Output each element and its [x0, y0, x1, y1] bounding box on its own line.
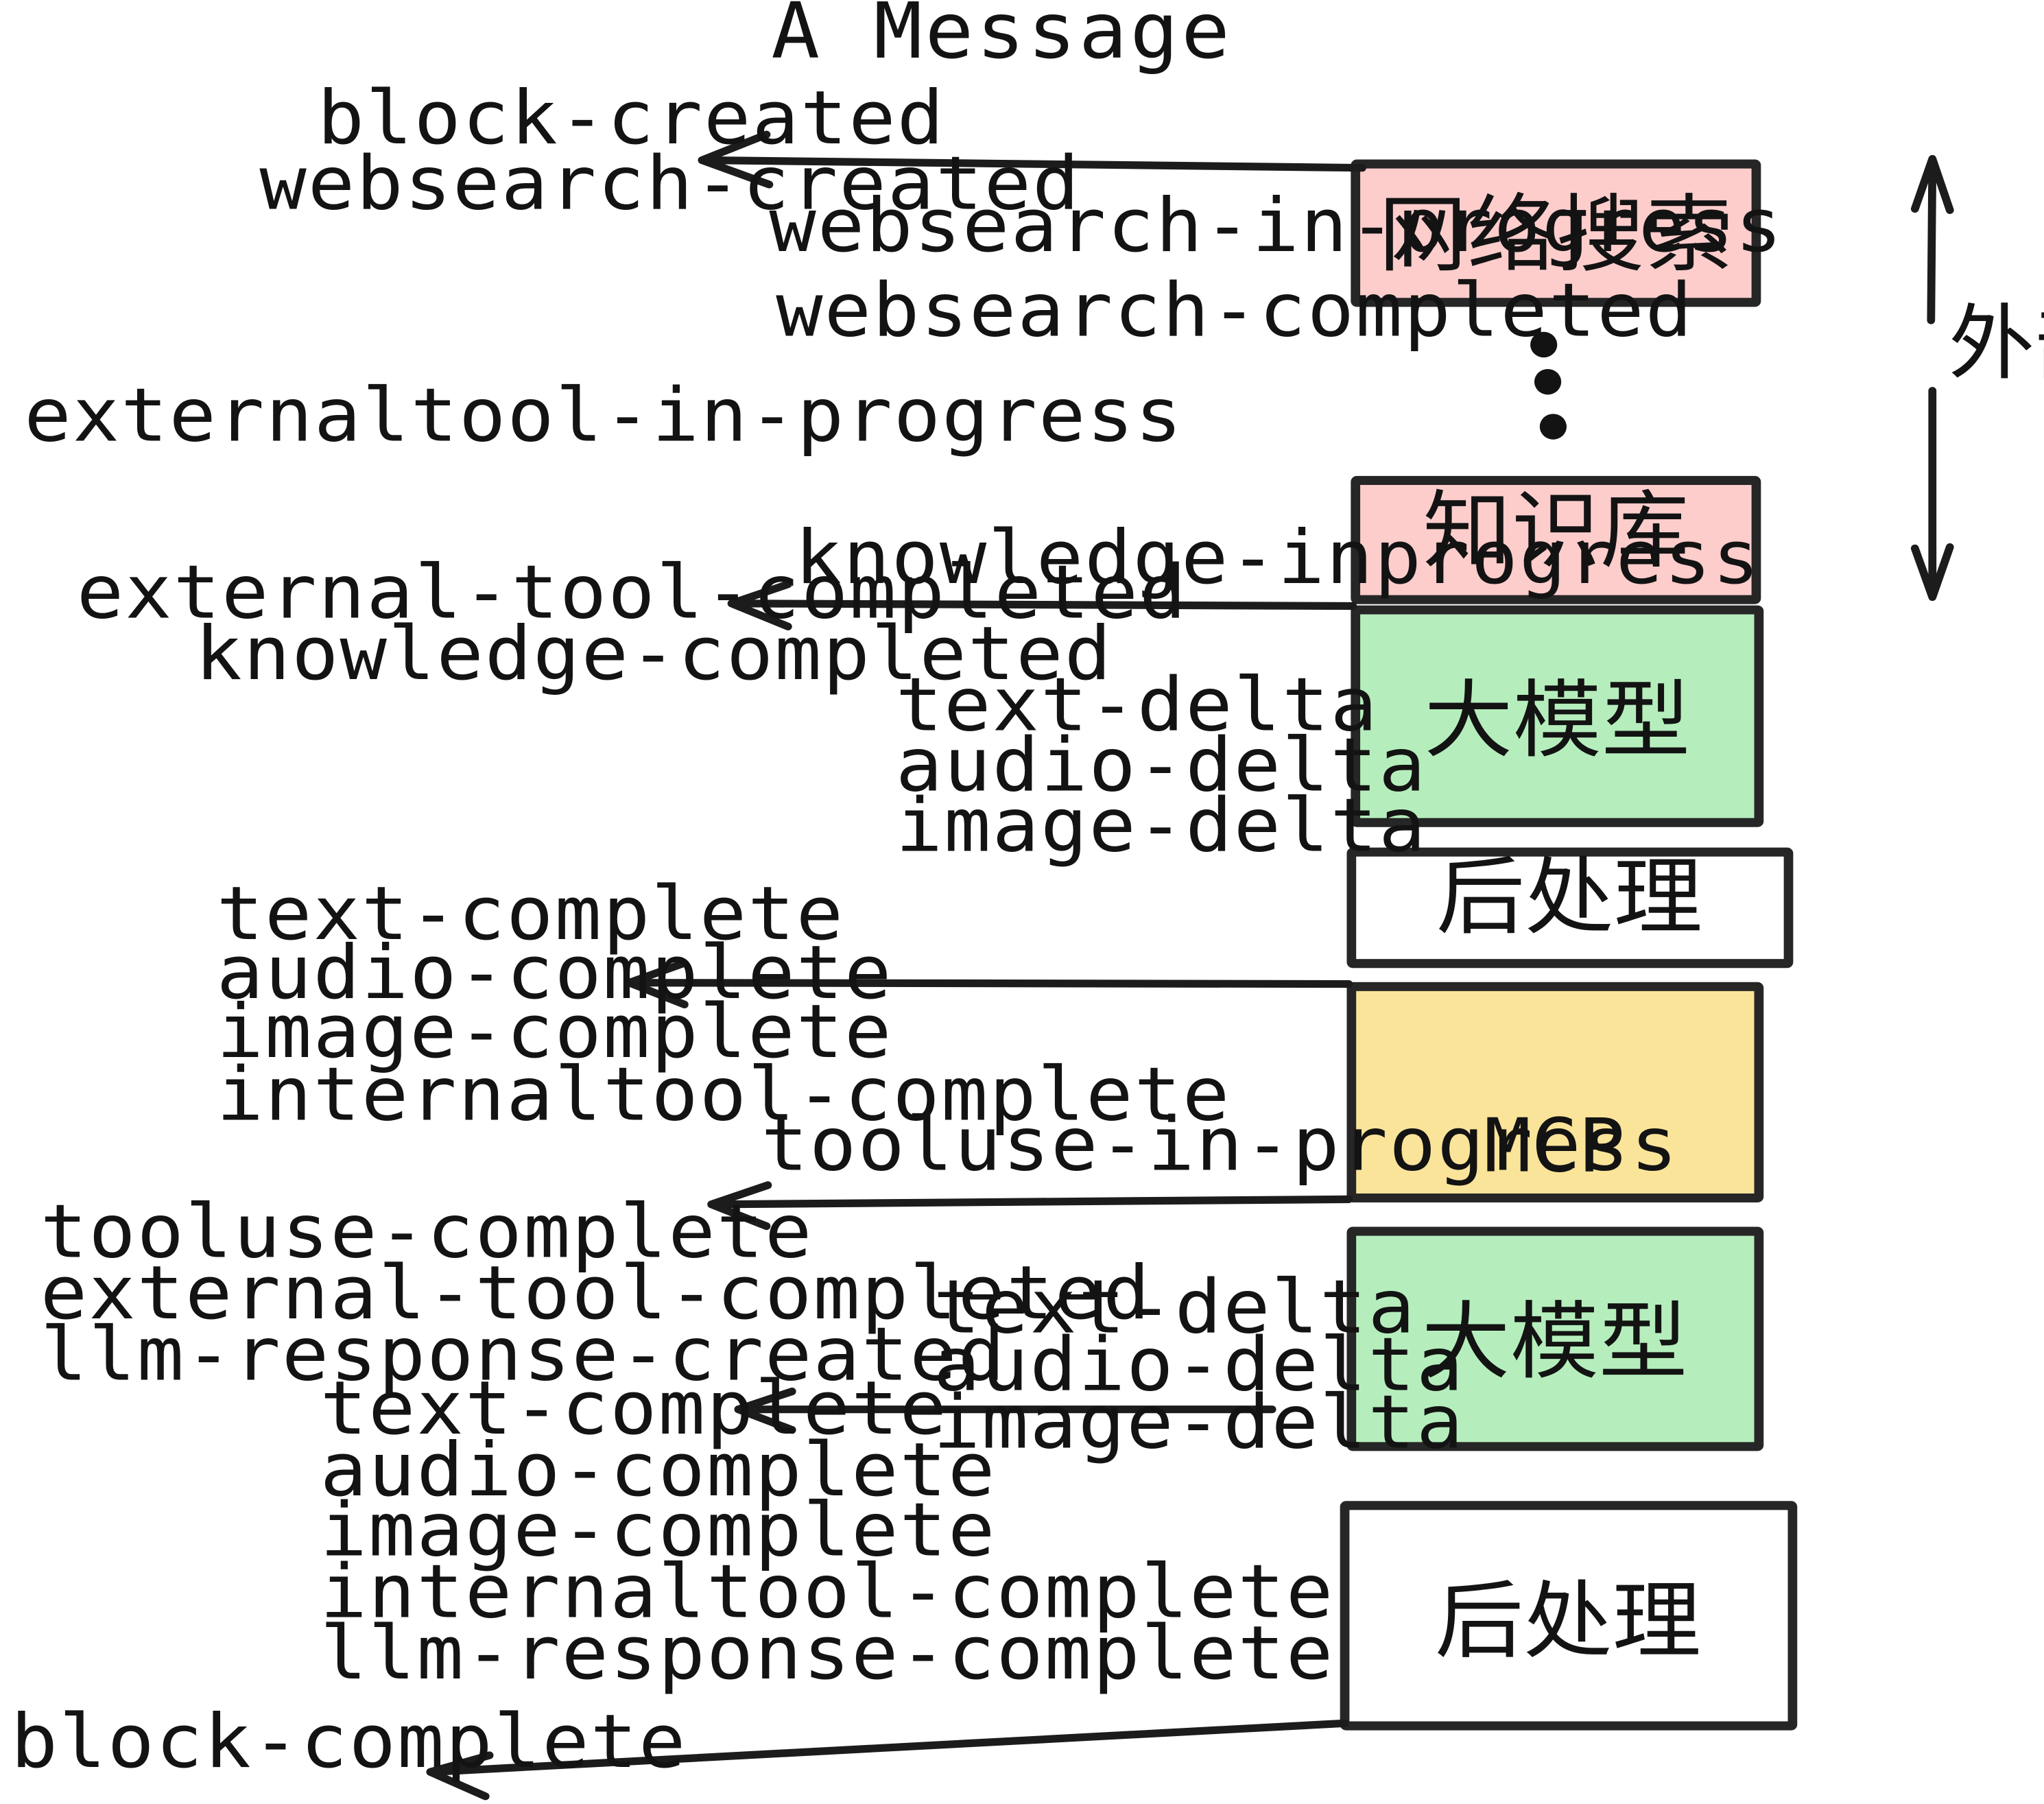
node-postprocess-1-label: 后处理	[1436, 848, 1702, 946]
event-label-group: block-created websearch-created websearc…	[11, 75, 1783, 1785]
event-label: text-complete	[217, 871, 844, 958]
arrow-audio-complete	[734, 1387, 1276, 1434]
node-llm-2-label: 大模型	[1421, 1293, 1687, 1391]
event-label: knowledge-inprogress	[795, 514, 1761, 601]
arrow-image-complete	[625, 960, 1353, 1009]
node-mcp-label: MCP	[1484, 1103, 1625, 1189]
event-label: externaltool-in-progress	[24, 372, 1183, 459]
event-label: text-delta	[896, 662, 1379, 748]
node-postprocess-1-box[interactable]	[1346, 847, 1794, 969]
node-llm-1-label: 大模型	[1424, 672, 1690, 770]
event-label: external-tool-completed	[77, 549, 1188, 636]
event-label: block-complete	[11, 1698, 687, 1785]
arrow-block-complete	[426, 1719, 1349, 1801]
event-label: image-complete	[320, 1487, 997, 1574]
external-tools-upper-label: 外部工具	[1949, 295, 2044, 390]
event-label: image-delta	[934, 1379, 1465, 1466]
event-label: tooluse-in-progress	[761, 1102, 1679, 1188]
node-llm-2-box[interactable]	[1346, 1226, 1764, 1451]
event-label: audio-delta	[896, 722, 1427, 809]
node-mcp-box[interactable]	[1346, 982, 1764, 1203]
arrow-knowledge-completed	[727, 580, 1357, 631]
node-postprocess-2-box[interactable]	[1340, 1501, 1798, 1731]
node-websearch-label: 网络搜索	[1379, 186, 1734, 284]
event-label: text-delta	[934, 1264, 1416, 1351]
event-label: external-tool-completed	[40, 1250, 1152, 1337]
event-label: image-delta	[896, 783, 1427, 869]
arrow-tooluse-complete	[707, 1181, 1353, 1231]
node-knowledge-label: 知识库	[1423, 482, 1689, 580]
node-knowledge-box[interactable]	[1351, 475, 1761, 604]
node-postprocess-2-label: 后处理	[1435, 1572, 1701, 1670]
event-label: audio-delta	[934, 1322, 1465, 1408]
external-tools-upper-arrow	[1910, 155, 1954, 602]
event-label: websearch-completed	[776, 268, 1694, 354]
event-label: audio-complete	[320, 1427, 997, 1513]
event-label: knowledge-completed	[195, 610, 1113, 697]
arrow-block-created	[698, 130, 1366, 189]
event-label: websearch-in-progress	[769, 183, 1783, 270]
event-label: websearch-created	[259, 141, 1080, 227]
event-label: text-complete	[320, 1366, 948, 1452]
event-label: llm-response-complete	[320, 1610, 1335, 1696]
vertical-ellipsis	[1530, 331, 1567, 440]
event-label: block-created	[318, 75, 945, 162]
node-websearch-box[interactable]	[1351, 159, 1761, 307]
event-label: internaltool-complete	[217, 1052, 1231, 1138]
event-label: image-complete	[217, 989, 893, 1076]
event-label: llm-response-created	[40, 1312, 1006, 1398]
page-title: A Message	[771, 0, 1233, 76]
node-llm-1-box[interactable]	[1351, 605, 1764, 827]
event-label: tooluse-complete	[40, 1189, 813, 1275]
event-label: internaltool-complete	[320, 1549, 1335, 1635]
event-label: audio-complete	[217, 930, 893, 1017]
